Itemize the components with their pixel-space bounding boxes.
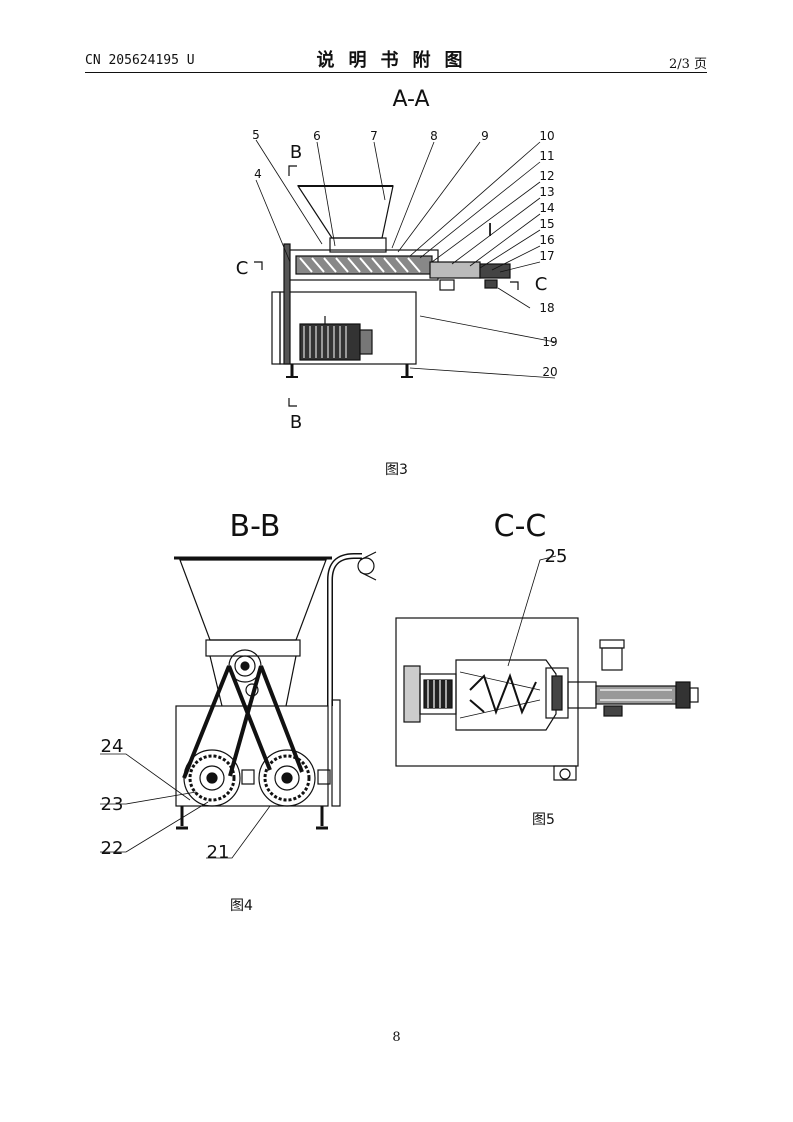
callout-17: 17 — [539, 249, 554, 263]
figure-3-section-label: A-A — [392, 87, 429, 112]
housing-box — [395, 617, 579, 767]
screw-barrel — [455, 659, 557, 731]
hopper — [296, 185, 394, 239]
header-divider — [85, 72, 707, 73]
callout-25: 25 — [545, 546, 568, 567]
page-number: 8 — [392, 1030, 401, 1045]
page-counter: 2/3 页 — [668, 57, 707, 72]
pulley-right — [258, 749, 316, 807]
patent-number: CN 205624195 U — [85, 53, 195, 68]
figure-3: A-A B B C C I — [236, 87, 558, 433]
callout-20: 20 — [542, 365, 557, 379]
callout-18: 18 — [539, 301, 554, 315]
figure-4-section-label: B-B — [230, 509, 281, 544]
callout-24: 24 — [101, 736, 124, 757]
cut-label-c-left: C — [236, 258, 249, 279]
figure-5-caption: 图5 — [532, 812, 555, 828]
cut-label-b-top: B — [290, 142, 302, 163]
callout-9: 9 — [481, 129, 489, 143]
detail-label-i: I — [487, 220, 492, 241]
callout-12: 12 — [539, 169, 554, 183]
page-title: 说明书附图 — [316, 50, 477, 71]
figure-4: B-B — [100, 509, 377, 863]
figure-3-caption: 图3 — [385, 462, 408, 478]
cut-label-c-right: C — [535, 274, 548, 295]
callout-13: 13 — [539, 185, 554, 199]
callout-16: 16 — [539, 233, 554, 247]
callout-14: 14 — [539, 201, 554, 215]
figure-4-caption: 图4 — [230, 898, 253, 914]
figure-5: C-C 25 — [395, 509, 699, 781]
callout-6: 6 — [313, 129, 321, 143]
hopper-front — [179, 559, 327, 641]
callout-4: 4 — [254, 167, 262, 181]
callout-11: 11 — [539, 149, 554, 163]
motor — [299, 323, 361, 361]
callout-21: 21 — [207, 842, 230, 863]
callout-22: 22 — [101, 838, 124, 859]
callout-23: 23 — [101, 794, 124, 815]
pulley-left — [183, 749, 241, 807]
figure-5-section-label: C-C — [494, 509, 547, 544]
callout-7: 7 — [370, 129, 378, 143]
callout-10: 10 — [539, 129, 554, 143]
callout-5: 5 — [252, 128, 260, 142]
cut-label-b-bottom: B — [290, 412, 302, 433]
callout-8: 8 — [430, 129, 438, 143]
frame — [175, 705, 329, 807]
callout-19: 19 — [542, 335, 557, 349]
callout-15: 15 — [539, 217, 554, 231]
